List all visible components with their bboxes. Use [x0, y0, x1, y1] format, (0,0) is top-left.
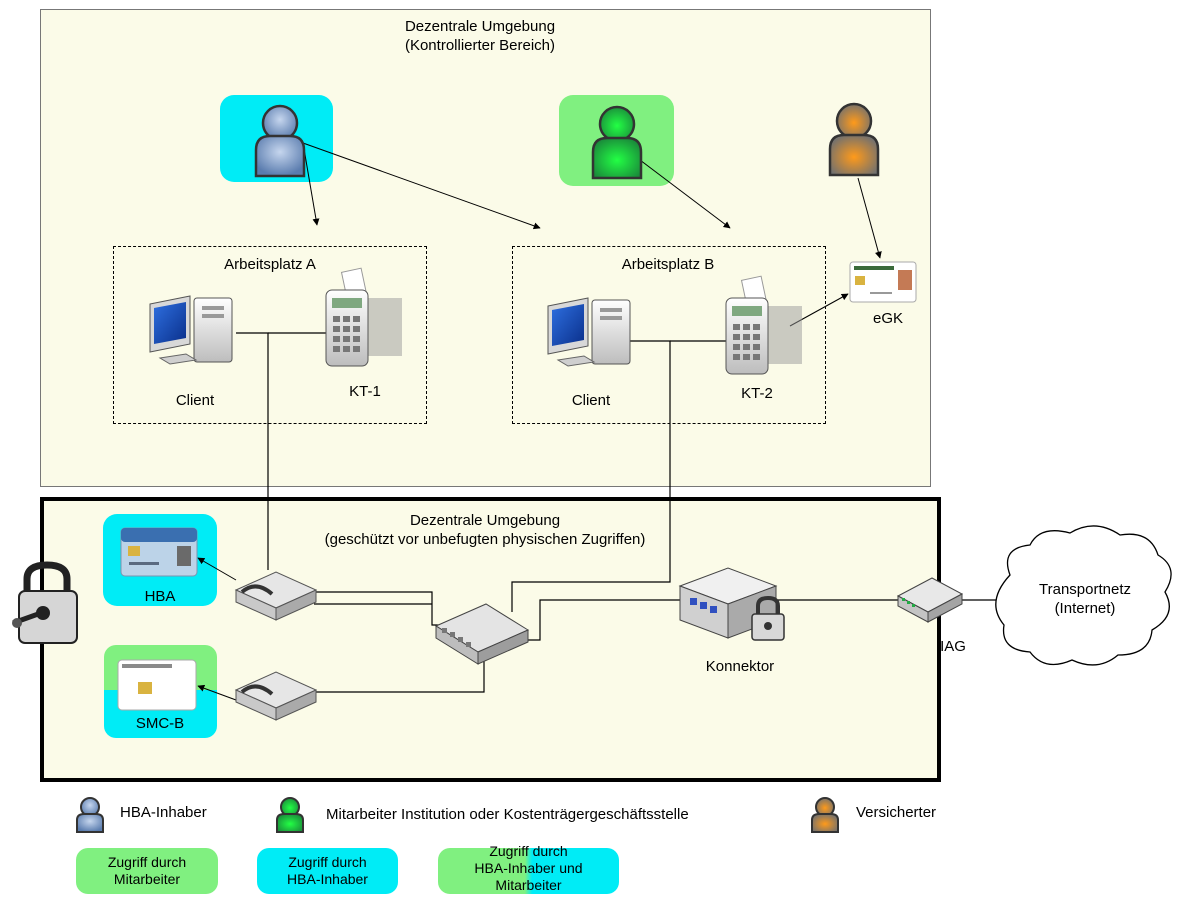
transportnetz-label-line1: Transportnetz	[1039, 581, 1131, 598]
legend-insured-icon	[811, 797, 839, 833]
workstation-b-title: Arbeitsplatz B	[621, 256, 715, 273]
legend-hba-inhaber-text: HBA-Inhaber	[120, 804, 207, 821]
transportnetz-label-line2: (Internet)	[1054, 600, 1116, 617]
legend-versicherter-text: Versicherter	[856, 804, 937, 821]
client-b-label: Client	[571, 392, 611, 409]
client-a-label: Client	[175, 392, 215, 409]
smcb-card-icon	[117, 659, 197, 711]
workstation-a	[113, 246, 427, 424]
arrow-reader-to-smcb	[197, 684, 237, 701]
kt1-card-terminal-icon	[325, 267, 402, 367]
client-b-computer-icon	[547, 297, 631, 367]
hba-card-reader-icon	[234, 571, 318, 621]
network-cabling	[236, 332, 1000, 693]
hba-card-icon	[120, 527, 198, 577]
kt1-label: KT-1	[349, 383, 381, 400]
arrow-insured-to-egk	[857, 177, 882, 259]
controlled-area-title: Dezentrale Umgebung (Kontrollierter Bere…	[330, 17, 630, 55]
arrow-hba-to-ws-a	[302, 142, 320, 226]
egk-label: eGK	[872, 310, 903, 327]
smcb-card-reader-icon	[234, 671, 318, 721]
protected-area-title-line1: Dezentrale Umgebung	[409, 512, 561, 529]
workstation-b	[512, 246, 826, 424]
arrow-employee-to-ws-b	[639, 159, 731, 229]
hba-holder-person-icon	[254, 104, 306, 178]
kt2-label: KT-2	[741, 385, 773, 402]
protected-area-title: Dezentrale Umgebung (geschützt vor unbef…	[270, 511, 700, 549]
legend-access-both-line1: Zugriff durch	[489, 842, 568, 859]
arrow-reader-to-hba	[197, 557, 237, 581]
protected-area-lock-icon	[12, 561, 78, 644]
legend-access-mitarbeiter-line2: Mitarbeiter	[113, 871, 181, 887]
legend-employee-icon	[276, 797, 304, 833]
controlled-area-zone	[40, 9, 931, 487]
legend-access-both-line2: HBA-Inhaber und	[474, 859, 583, 876]
egk-card-icon	[849, 261, 917, 303]
network-switch-icon	[434, 603, 530, 665]
legend-hba-holder-icon	[76, 797, 104, 833]
legend-access-hba-line1: Zugriff durch	[288, 854, 367, 870]
konnektor-label: Konnektor	[705, 658, 775, 675]
client-a-computer-icon	[149, 295, 233, 365]
workstation-a-title: Arbeitsplatz A	[224, 256, 316, 273]
transportnetz-cloud-icon	[995, 525, 1172, 666]
protected-area-title-line2: (geschützt vor unbefugten physischen Zug…	[324, 531, 646, 548]
legend-access-both-line3: Mitarbeiter	[495, 876, 562, 893]
insured-person-icon	[828, 102, 880, 177]
arrow-hba-to-ws-b	[302, 142, 541, 230]
employee-person-icon	[591, 105, 643, 180]
smcb-label: SMC-B	[135, 715, 185, 732]
legend-access-hba-line2: HBA-Inhaber	[287, 871, 368, 887]
legend-access-mitarbeiter-line1: Zugriff durch	[107, 854, 187, 870]
hba-label: HBA	[144, 588, 176, 605]
transportnetz-label: Transportnetz (Internet)	[1020, 580, 1150, 618]
konnektor-lock-icon	[751, 595, 785, 641]
iag-label: IAG	[940, 638, 966, 655]
kt2-card-terminal-icon	[725, 275, 802, 375]
legend-mitarbeiter-text: Mitarbeiter Institution oder Kostenträge…	[326, 806, 689, 823]
controlled-area-title-line1: Dezentrale Umgebung	[404, 18, 556, 35]
iag-router-icon	[896, 577, 964, 623]
controlled-area-title-line2: (Kontrollierter Bereich)	[404, 37, 556, 54]
